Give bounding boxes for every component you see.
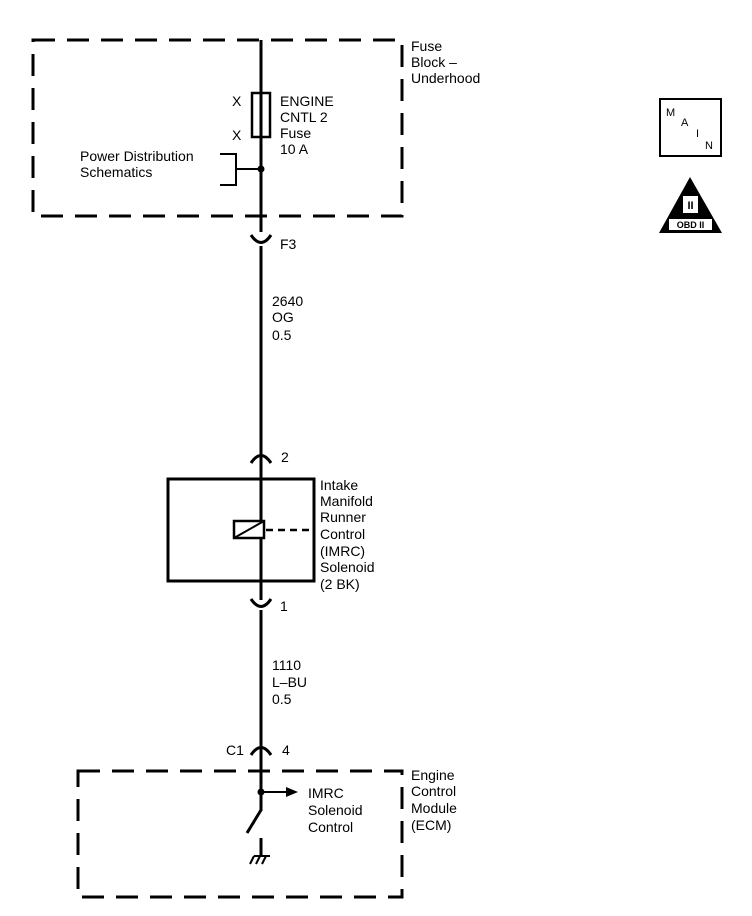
- ecm-connector-c1-label: C1: [226, 742, 244, 758]
- ecm-control-label-2: Solenoid: [308, 802, 363, 818]
- ecm-connector-c1-symbol: [249, 746, 273, 756]
- main-icon-frame: [659, 98, 722, 157]
- main-icon-letter-n: N: [705, 140, 713, 152]
- ecm-ground-icon: [249, 855, 270, 865]
- ecm-control-label-3: Control: [308, 819, 353, 835]
- main-icon: M A I N: [659, 98, 722, 157]
- power-distribution-bracket: [220, 153, 237, 186]
- main-icon-letter-m: M: [666, 107, 675, 119]
- solenoid-pin-2: 2: [249, 449, 289, 465]
- obd-ii-text-box: [669, 219, 712, 230]
- fuse-block-label-1: Fuse: [411, 38, 442, 54]
- fuse-block-label-3: Underhood: [411, 70, 480, 86]
- main-icon-letter-i: I: [696, 128, 699, 140]
- solenoid-pin-1: 1: [249, 598, 288, 614]
- ecm-label-4: (ECM): [411, 817, 451, 833]
- engine-control-module: Engine Control Module (ECM) IMRC Solenoi…: [76, 754, 457, 899]
- wire-2640-color: OG: [272, 309, 294, 325]
- fuse-block-label-2: Block –: [411, 54, 457, 70]
- solenoid-label-1: Intake: [320, 477, 358, 493]
- power-distribution-label-1: Power Distribution: [80, 148, 194, 164]
- solenoid-label-2: Manifold: [320, 493, 373, 509]
- ecm-dashed-border: [76, 769, 404, 899]
- fuse-block: Fuse Block – Underhood X X ENGINE CNTL 2…: [31, 38, 480, 232]
- ecm-control-label-1: IMRC: [308, 785, 344, 801]
- wire-2640: 2640 OG 0.5: [259, 246, 303, 462]
- wire-1110: 1110 L–BU 0.5: [259, 610, 307, 754]
- wire-1110-color: L–BU: [272, 674, 307, 690]
- solenoid-label-6: Solenoid: [320, 559, 375, 575]
- solenoid-pin-2-symbol: [249, 454, 273, 464]
- fuse-block-dashed-border: [31, 38, 404, 218]
- imrc-solenoid: Intake Manifold Runner Control (IMRC) So…: [166, 462, 375, 600]
- wire-1110-circuit: 1110: [272, 657, 301, 673]
- solenoid-pin-2-label: 2: [281, 449, 289, 465]
- wire-2640-gauge: 0.5: [272, 327, 292, 343]
- obd-ii-numeral: II: [687, 200, 693, 212]
- ecm-label-1: Engine: [411, 767, 455, 783]
- main-icon-letter-a: A: [681, 117, 689, 129]
- obd-ii-numeral-box: [683, 196, 698, 213]
- solenoid-pin-1-symbol: [249, 598, 273, 608]
- connector-f3-symbol: [249, 234, 273, 244]
- solenoid-label-5: (IMRC): [320, 543, 365, 559]
- fuse-label-3: Fuse: [280, 125, 311, 141]
- solenoid-coil-diagonal: [233, 520, 265, 539]
- ecm-label-2: Control: [411, 783, 456, 799]
- x-mark-top: X: [232, 93, 242, 109]
- solenoid-pin-1-label: 1: [280, 598, 288, 614]
- ecm-signal-arrow-head: [286, 787, 298, 797]
- ecm-connector-c1: C1 4: [226, 742, 290, 758]
- fuse-label-4: 10 A: [280, 141, 309, 157]
- fuse-label-2: CNTL 2: [280, 109, 328, 125]
- wire-2640-circuit: 2640: [272, 293, 303, 309]
- wire-1110-gauge: 0.5: [272, 691, 292, 707]
- power-distribution-label-2: Schematics: [80, 164, 152, 180]
- x-mark-bottom: X: [232, 127, 242, 143]
- connector-f3-label: F3: [280, 236, 297, 252]
- ecm-label-3: Module: [411, 800, 457, 816]
- solenoid-label-7: (2 BK): [320, 576, 360, 592]
- fuse-label-1: ENGINE: [280, 93, 334, 109]
- obd-ii-text: OBD II: [677, 220, 705, 230]
- ecm-switch: [245, 809, 263, 834]
- solenoid-label-4: Control: [320, 526, 365, 542]
- ecm-connector-pin-label: 4: [282, 742, 290, 758]
- solenoid-label-3: Runner: [320, 509, 366, 525]
- connector-f3: F3: [249, 234, 297, 252]
- obd-ii-icon: II OBD II: [659, 177, 722, 233]
